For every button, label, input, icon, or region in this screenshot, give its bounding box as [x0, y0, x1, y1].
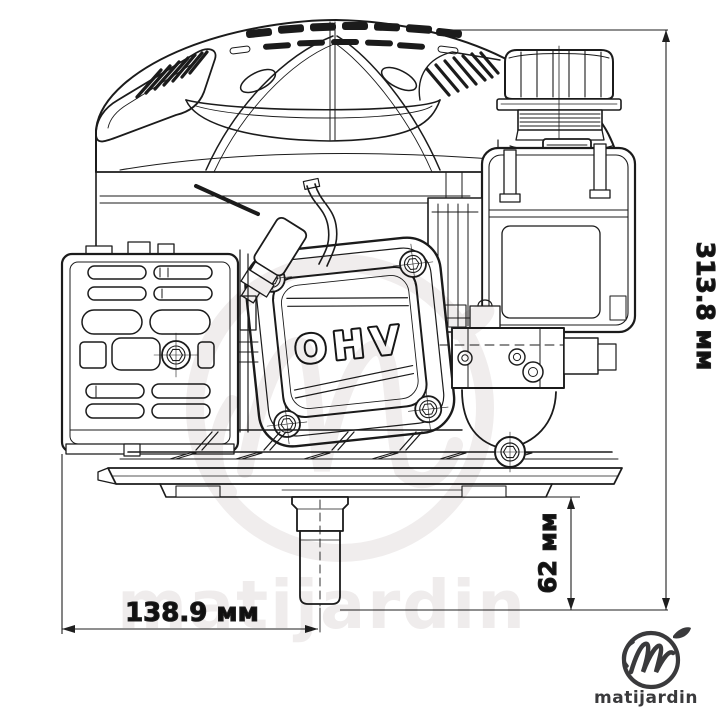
dimension-shaft-length: 62 мм: [533, 496, 580, 610]
housing-oval-right: [380, 66, 418, 92]
mounting-base: [97, 429, 623, 498]
recoil-vents-left: [95, 48, 217, 143]
housing-oval-left: [239, 68, 277, 94]
guard-hex-bolt: [153, 332, 199, 378]
arrow-down-icon: [567, 598, 575, 610]
logo-monogram-icon: [621, 627, 691, 690]
dimension-overall-height: 313.8 мм: [450, 29, 720, 610]
shaft-length-label: 62 мм: [534, 513, 562, 594]
top-vent-slots: [245, 22, 463, 50]
crankshaft-offset-label: 138.9 мм: [125, 598, 259, 628]
carburetor-bolts: [457, 348, 544, 383]
arrow-up-icon: [567, 497, 575, 509]
dimension-annotations: 313.8 мм 62 мм 138.9 мм: [61, 29, 720, 634]
watermark: matijardin: [117, 254, 527, 644]
arrow-right-icon: [305, 625, 318, 633]
air-filter-box: [480, 138, 637, 334]
overall-height-label: 313.8 мм: [691, 242, 720, 371]
dimension-crankshaft-offset: 138.9 мм: [61, 454, 668, 634]
arrow-down-icon: [662, 598, 670, 610]
drain-bolt: [489, 431, 531, 473]
arrow-up-icon: [662, 30, 670, 42]
logo-wordmark: matijardin: [594, 688, 698, 708]
leaf-icon: [673, 627, 691, 639]
watermark-text: matijardin: [117, 566, 527, 644]
brand-logo: matijardin: [594, 627, 698, 708]
arrow-left-icon: [62, 625, 75, 633]
watermark-monogram-icon: [186, 254, 495, 562]
recoil-vents-right: [418, 51, 501, 101]
